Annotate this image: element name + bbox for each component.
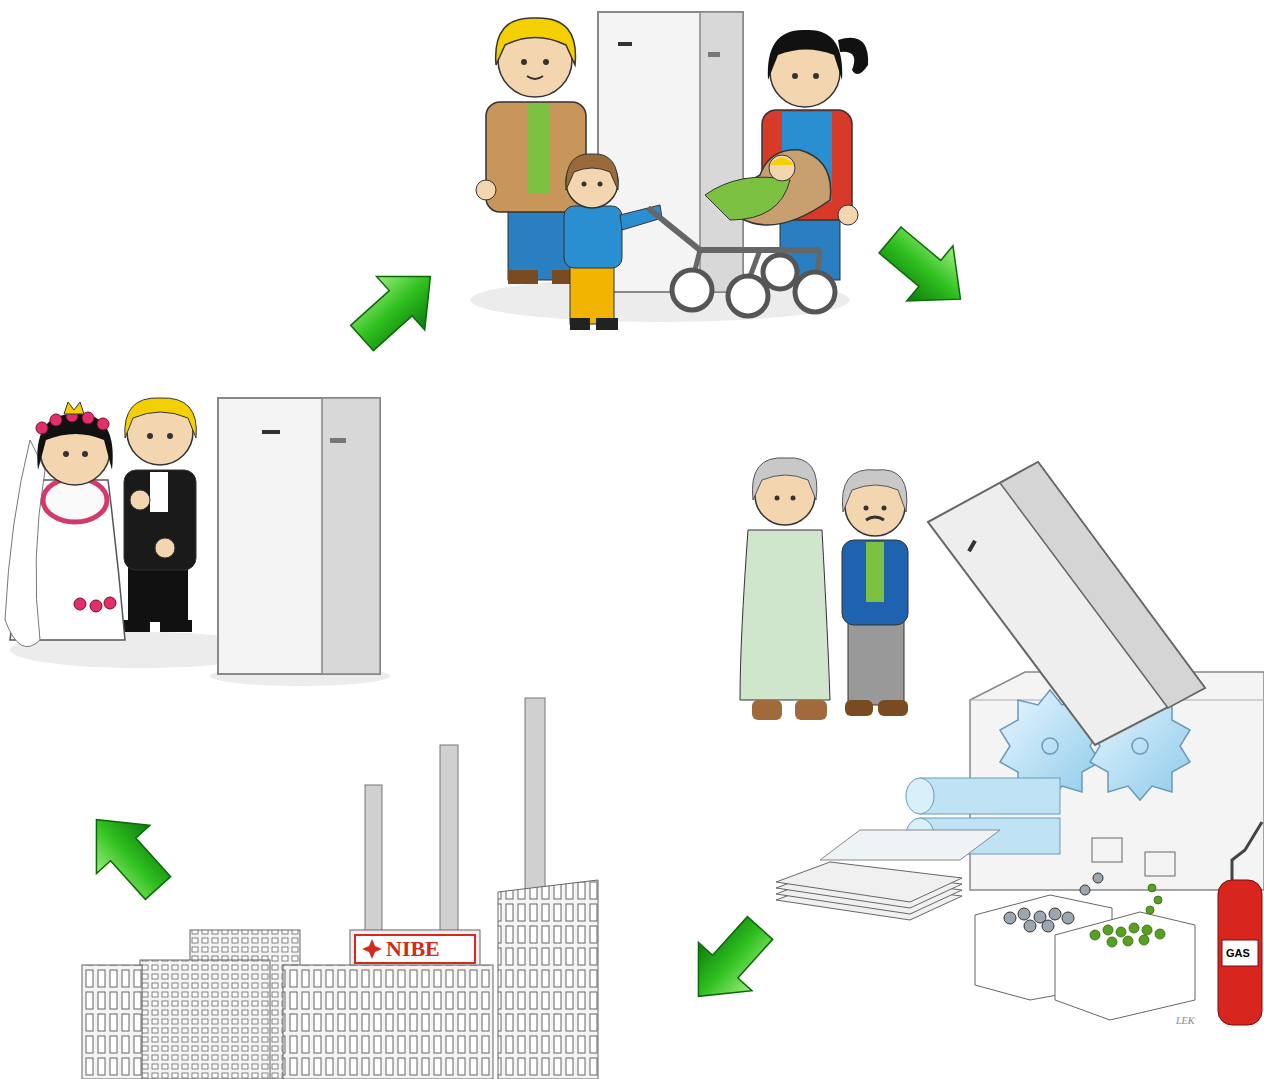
cycle-arrow	[70, 796, 185, 913]
factory	[82, 698, 598, 1079]
cycle-arrow	[867, 212, 984, 326]
factory-sign-text: NIBE	[386, 938, 440, 960]
artist-signature: LEK	[1176, 1016, 1194, 1026]
extinguisher-label: GAS	[1226, 948, 1250, 959]
cycle-arrow	[338, 250, 455, 365]
recycling-scene	[740, 458, 1264, 1025]
wedding-scene	[5, 398, 390, 686]
family-scene	[470, 12, 868, 330]
cycle-arrow	[672, 904, 787, 1021]
